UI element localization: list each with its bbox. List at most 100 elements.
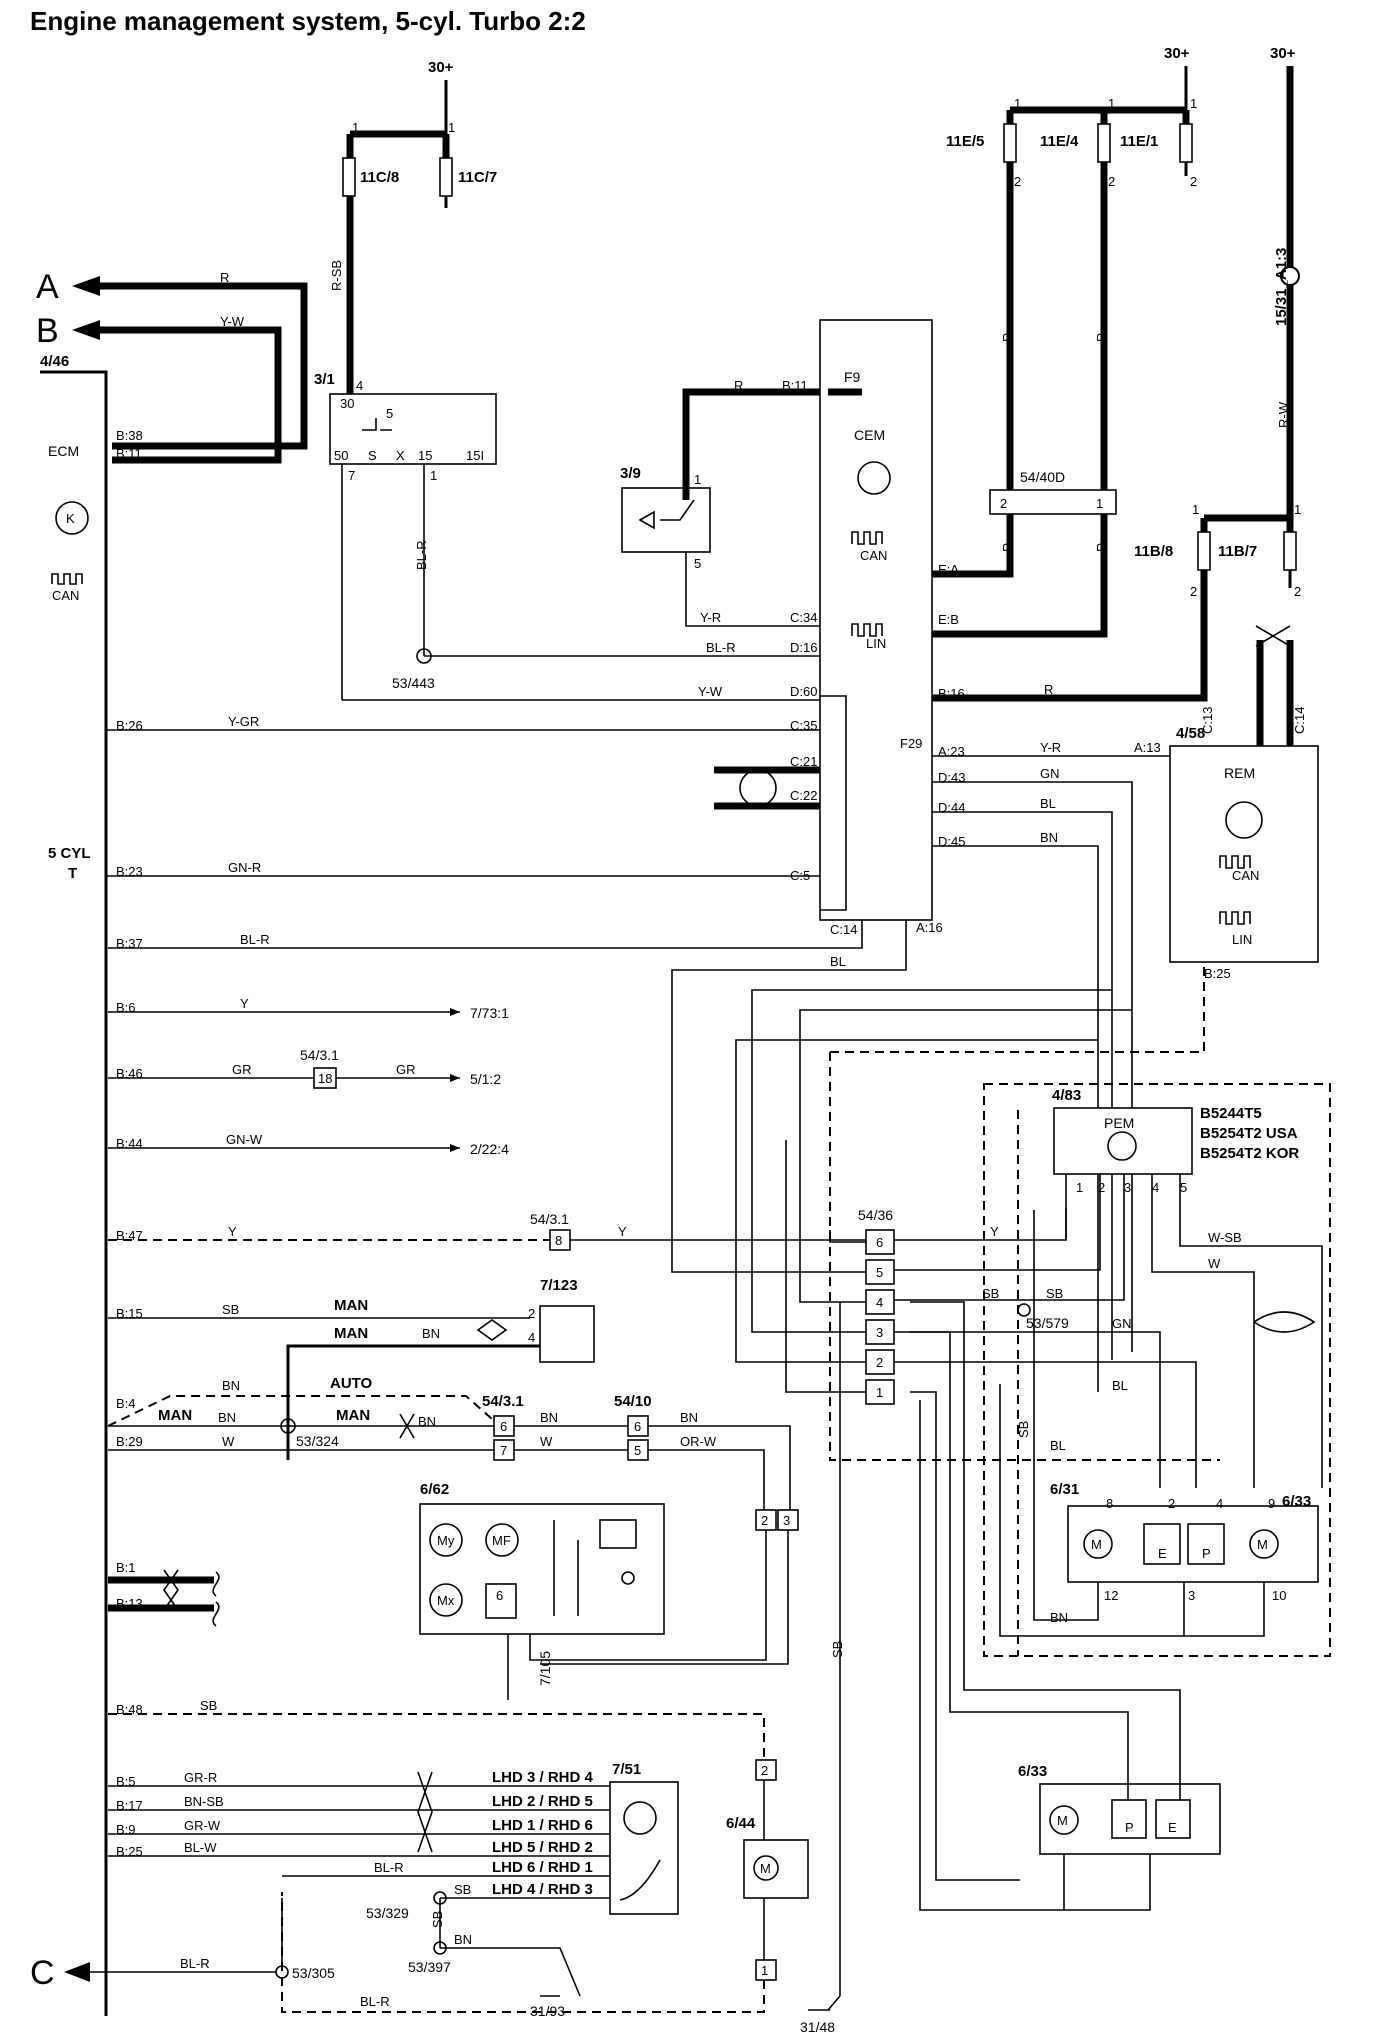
svg-text:3: 3 xyxy=(783,1513,790,1528)
svg-text:10: 10 xyxy=(1272,1588,1286,1603)
splice-53-443: 53/443 xyxy=(392,675,435,691)
pem-id: 4/83 xyxy=(1052,1087,1081,1104)
svg-text:My: My xyxy=(437,1533,455,1548)
power-label-30c: 30+ xyxy=(1270,45,1296,62)
svg-text:12: 12 xyxy=(1104,1588,1118,1603)
svg-text:B:1: B:1 xyxy=(116,1560,136,1575)
power-label-30a: 30+ xyxy=(428,59,454,76)
fuse-label-11b8: 11B/8 xyxy=(1134,543,1173,560)
svg-text:B:47: B:47 xyxy=(116,1228,143,1243)
cem-pins: C:34 D:16 D:60 C:35 C:21 C:22 C:5 C:14 A… xyxy=(790,562,965,937)
splice-53-397-label: 53/397 xyxy=(408,1959,451,1975)
pump-6-33-b-label: 6/33 xyxy=(1018,1763,1047,1780)
splice-53-305-label: 53/305 xyxy=(292,1965,335,1981)
pem-module xyxy=(1053,1107,1193,1175)
svg-text:E: E xyxy=(1158,1546,1167,1561)
svg-text:GR-R: GR-R xyxy=(184,1770,217,1785)
svg-text:MF: MF xyxy=(492,1533,511,1548)
svg-text:2: 2 xyxy=(1294,584,1301,599)
splice-53-324 xyxy=(280,1418,296,1434)
pem-pins: 1 2 3 4 5 xyxy=(1076,1180,1187,1195)
svg-text:SB: SB xyxy=(200,1698,217,1713)
pump-pins: 8 2 4 9 12 3 10 xyxy=(1104,1496,1286,1603)
svg-text:6: 6 xyxy=(500,1419,507,1434)
svg-text:4: 4 xyxy=(356,378,363,393)
svg-text:BL-R: BL-R xyxy=(374,1860,404,1875)
svg-text:3: 3 xyxy=(1188,1588,1195,1603)
ignition-switch xyxy=(329,393,497,465)
svg-text:5: 5 xyxy=(694,556,701,571)
fuse-11e4 xyxy=(1097,123,1111,163)
svg-text:R: R xyxy=(220,270,229,285)
svg-text:B:25: B:25 xyxy=(1204,966,1231,981)
svg-text:BL-R: BL-R xyxy=(706,640,736,655)
svg-text:M: M xyxy=(1057,1813,1068,1828)
svg-text:GN-R: GN-R xyxy=(228,860,261,875)
svg-text:R: R xyxy=(734,378,743,393)
arrow-c xyxy=(64,1962,90,1982)
svg-text:5: 5 xyxy=(386,406,393,421)
svg-text:GN-W: GN-W xyxy=(226,1132,263,1147)
switch-7-123 xyxy=(539,1305,595,1363)
svg-text:C:14: C:14 xyxy=(830,922,857,937)
svg-text:15I: 15I xyxy=(466,448,484,463)
svg-text:2: 2 xyxy=(1014,174,1021,189)
splice-53-579-label: 53/579 xyxy=(1026,1315,1069,1331)
connector-54-40d-label: 54/40D xyxy=(1020,469,1065,485)
svg-text:B:11: B:11 xyxy=(116,446,142,461)
pem-variant-3: B5254T2 KOR xyxy=(1200,1145,1299,1162)
svg-text:3: 3 xyxy=(1124,1180,1131,1195)
fuse-label-11e5: 11E/5 xyxy=(946,133,984,150)
ecm-name: ECM xyxy=(48,443,79,459)
svg-text:C:22: C:22 xyxy=(790,788,817,803)
cem-fuse: F9 xyxy=(844,369,861,385)
rem-can: CAN xyxy=(1232,868,1259,883)
svg-text:BL-W: BL-W xyxy=(184,1840,217,1855)
connector-54-31-c: 54/3.1 xyxy=(482,1393,524,1410)
svg-text:2: 2 xyxy=(1168,1496,1175,1511)
svg-text:GN: GN xyxy=(1112,1316,1132,1331)
splice-53-579 xyxy=(1017,1303,1031,1317)
pem-transistor-icon xyxy=(1107,1131,1137,1161)
svg-text:2: 2 xyxy=(761,1763,768,1778)
mode-man-1: MAN xyxy=(334,1297,368,1314)
pem-variant-1: B5244T5 xyxy=(1200,1105,1262,1122)
ecm-can: CAN xyxy=(52,588,79,603)
svg-text:LHD 4 / RHD 3: LHD 4 / RHD 3 xyxy=(492,1881,593,1898)
svg-text:P: P xyxy=(1125,1820,1134,1835)
svg-text:OR-W: OR-W xyxy=(680,1434,717,1449)
svg-text:S: S xyxy=(368,448,377,463)
cem-transistor-icon xyxy=(857,461,891,495)
svg-text:SB: SB xyxy=(430,1911,445,1928)
sensor-7-105: 7/105 xyxy=(537,1651,553,1686)
svg-text:8: 8 xyxy=(555,1233,562,1248)
pin-label: 1 xyxy=(352,120,359,135)
svg-text:X: X xyxy=(396,448,405,463)
mode-man-4: MAN xyxy=(336,1407,370,1424)
svg-text:1: 1 xyxy=(761,1963,768,1978)
svg-text:Y-R: Y-R xyxy=(700,610,721,625)
svg-text:C:14: C:14 xyxy=(1292,707,1307,734)
svg-text:LHD 2 / RHD 5: LHD 2 / RHD 5 xyxy=(492,1793,593,1810)
svg-text:4: 4 xyxy=(528,1330,535,1345)
svg-text:2: 2 xyxy=(1108,174,1115,189)
cem-name: CEM xyxy=(854,427,885,443)
svg-text:SB: SB xyxy=(982,1286,999,1301)
svg-text:BN: BN xyxy=(454,1932,472,1947)
svg-text:1: 1 xyxy=(1108,96,1115,111)
svg-text:BL-R: BL-R xyxy=(180,1956,210,1971)
svg-text:B:38: B:38 xyxy=(116,428,143,443)
svg-text:R: R xyxy=(1094,543,1109,552)
svg-text:B:11: B:11 xyxy=(782,378,808,393)
rem-module xyxy=(1169,745,1319,963)
connector-54-31-a: 54/3.1 xyxy=(300,1047,339,1063)
svg-text:1: 1 xyxy=(1192,502,1199,517)
svg-text:Y-W: Y-W xyxy=(698,684,723,699)
lhd-labels: LHD 3 / RHD 4 LHD 2 / RHD 5 LHD 1 / RHD … xyxy=(492,1769,594,1898)
svg-text:BN: BN xyxy=(222,1378,240,1393)
svg-text:8: 8 xyxy=(1106,1496,1113,1511)
arrow-b-label: B xyxy=(36,312,59,350)
svg-text:2: 2 xyxy=(1190,174,1197,189)
svg-text:BN: BN xyxy=(680,1410,698,1425)
svg-text:LHD 1 / RHD 6: LHD 1 / RHD 6 xyxy=(492,1817,593,1834)
